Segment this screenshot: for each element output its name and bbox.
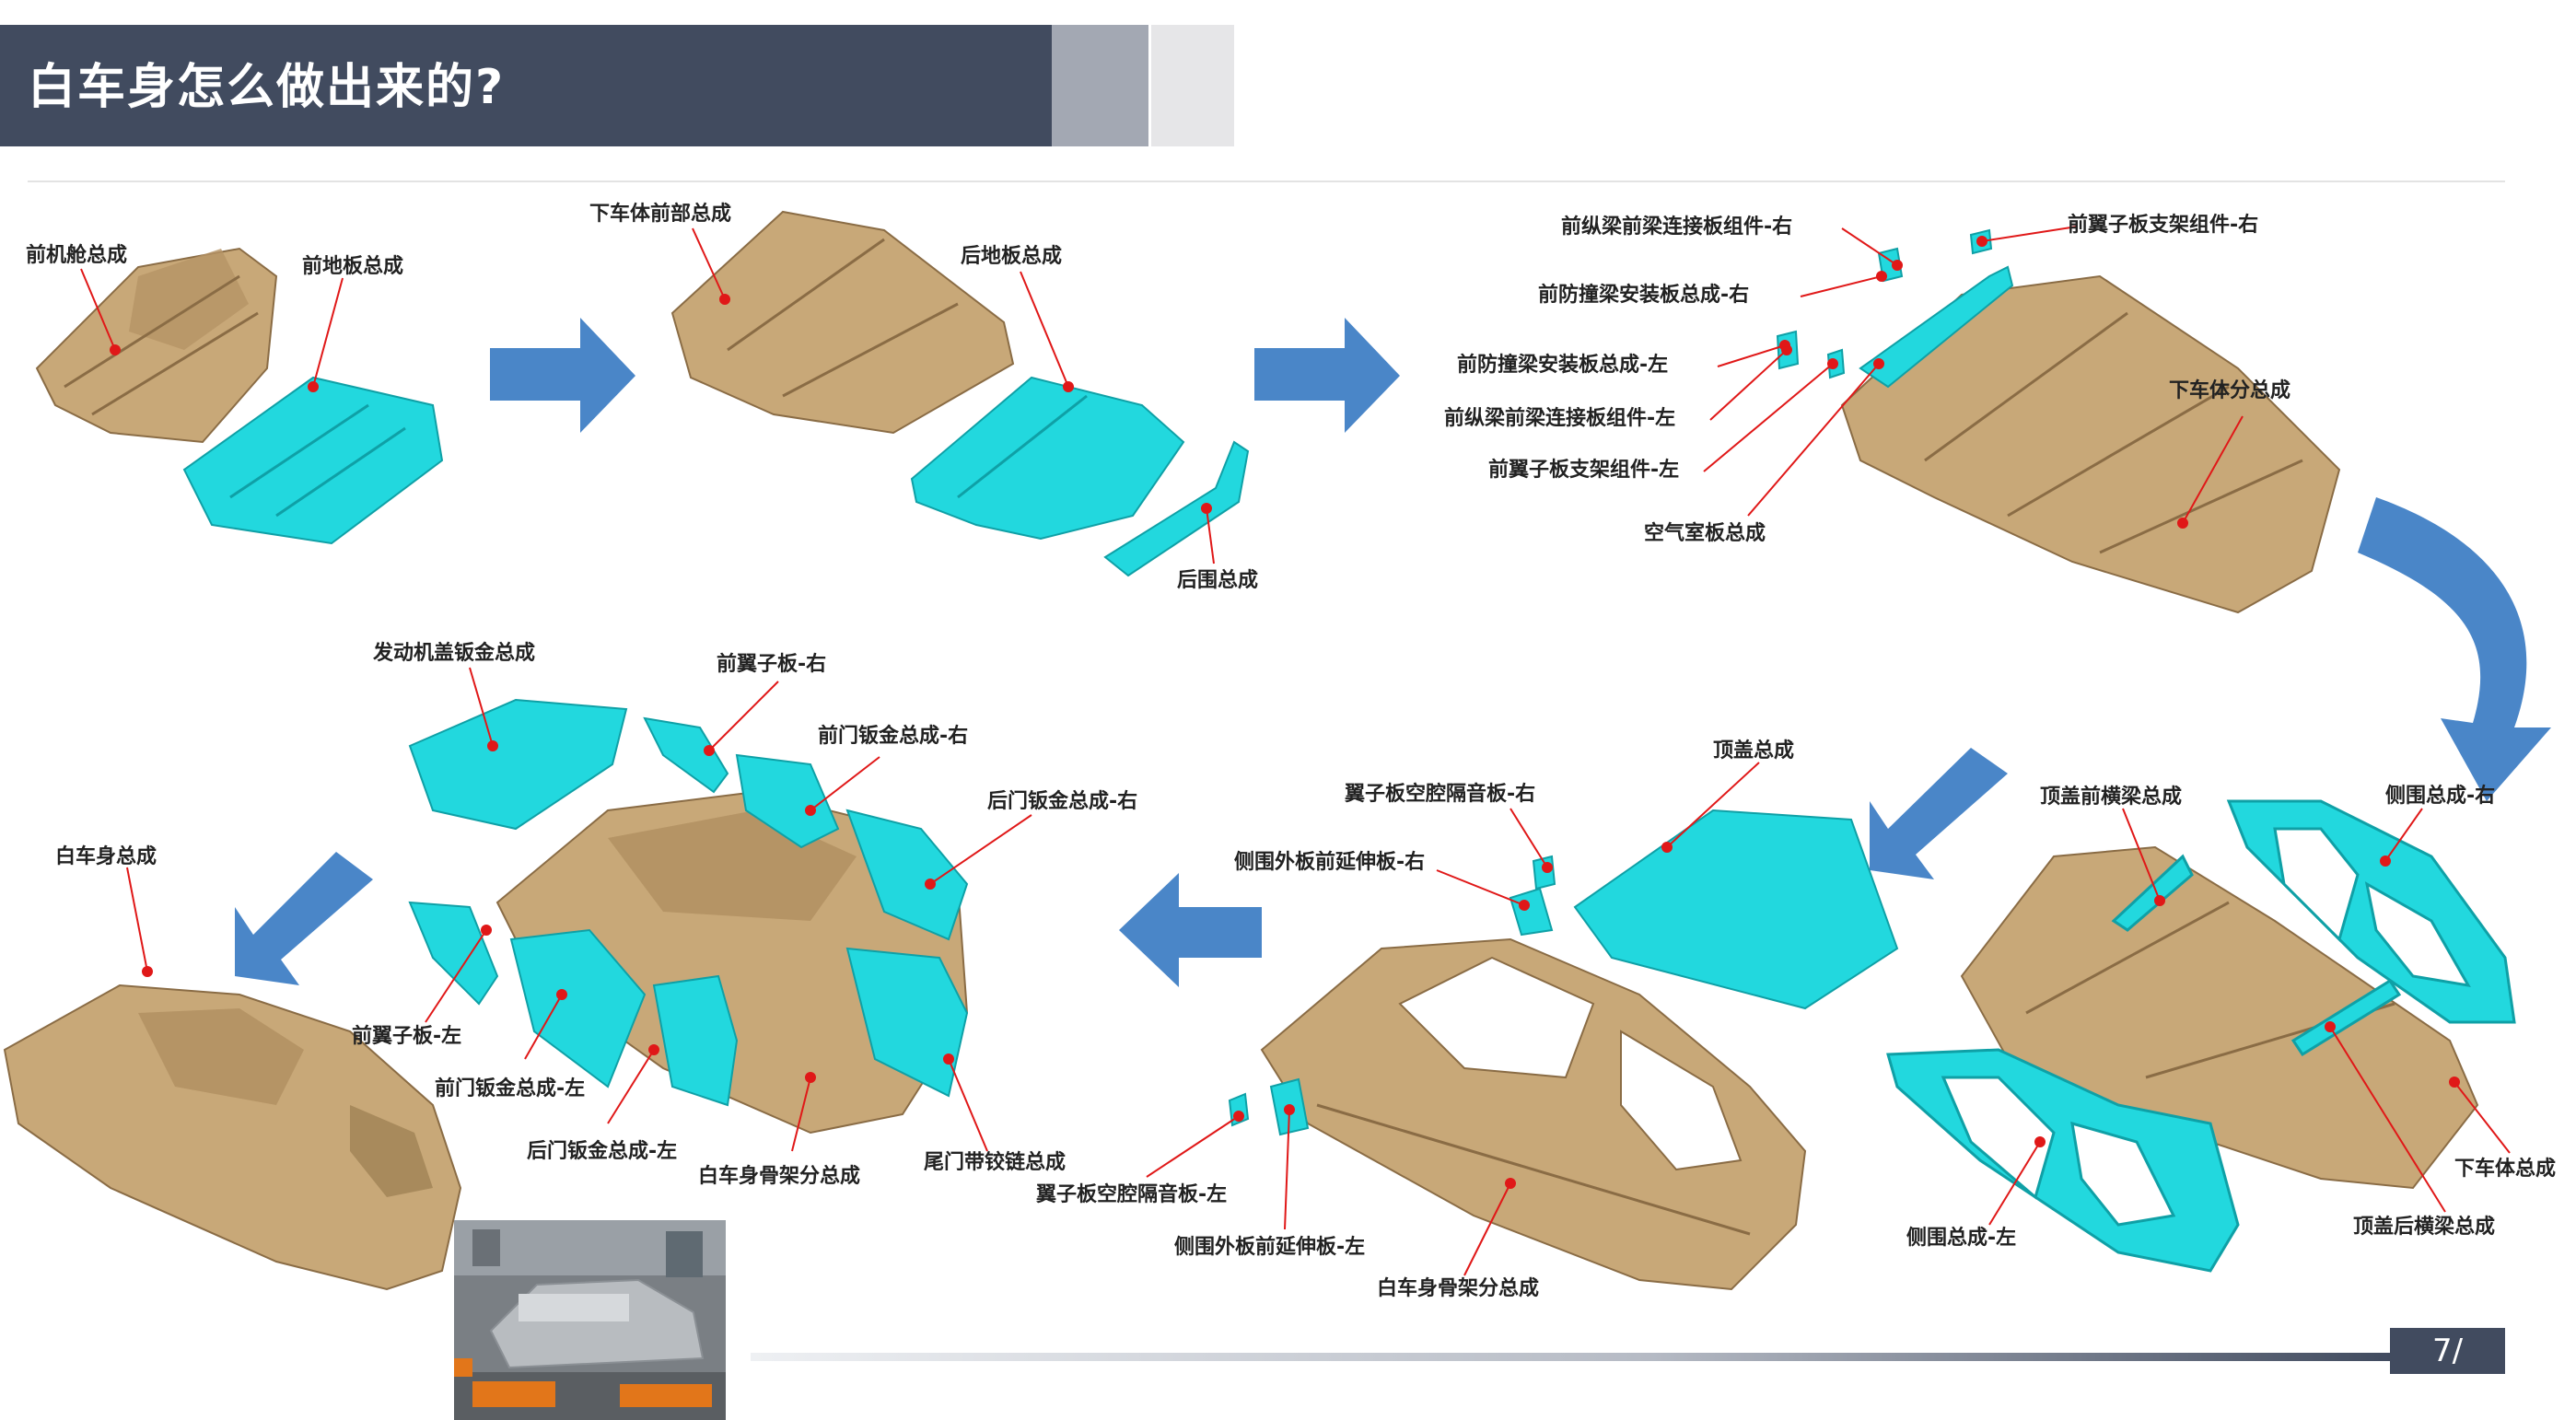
label-front-fender-left: 前翼子板-左 xyxy=(352,1025,462,1048)
label-underbody-front: 下车体前部总成 xyxy=(589,203,732,226)
label-fender-bracket-right: 前翼子板支架组件-右 xyxy=(2068,214,2259,237)
leader-lines-stage6 xyxy=(425,667,1032,1152)
page-number: 7/ xyxy=(2390,1328,2505,1374)
label-fender-baffle-right: 翼子板空腔隔音板-右 xyxy=(1345,783,1536,806)
label-front-fender-right: 前翼子板-右 xyxy=(717,653,827,676)
factory-photo xyxy=(454,1220,726,1420)
label-rail-connector-left: 前纵梁前梁连接板组件-左 xyxy=(1444,407,1676,430)
label-side-frame-right: 侧围总成-右 xyxy=(2385,785,2496,808)
arrow-right-1 xyxy=(490,318,635,433)
label-front-door-right: 前门钣金总成-右 xyxy=(818,725,969,748)
label-hood-assy: 发动机盖钣金总成 xyxy=(373,642,536,665)
stage1-front-compartment xyxy=(35,247,278,444)
label-underbody-assy: 下车体总成 xyxy=(2454,1158,2557,1181)
arrow-right-2 xyxy=(1254,318,1400,433)
label-roof-rear-rail: 顶盖后横梁总成 xyxy=(2353,1216,2496,1239)
label-body-skeleton-stage6: 白车身骨架分总成 xyxy=(698,1165,861,1188)
stage2-rear-panel xyxy=(1103,440,1250,577)
label-roof-assy: 顶盖总成 xyxy=(1713,739,1795,762)
label-fender-bracket-left: 前翼子板支架组件-左 xyxy=(1488,459,1680,482)
leader-lines-stage3 xyxy=(1703,226,2244,529)
top-divider xyxy=(28,180,2505,182)
label-underbody-sub: 下车体分总成 xyxy=(2169,379,2291,402)
leader-lines-stage5 xyxy=(1146,762,1760,1276)
leader-lines-stage7 xyxy=(126,867,153,977)
arrow-left-1 xyxy=(1119,873,1262,987)
label-front-door-left: 前门钣金总成-左 xyxy=(435,1077,586,1100)
arrow-down-left-1 xyxy=(1870,748,2008,879)
label-front-floor: 前地板总成 xyxy=(302,255,404,278)
stage3-underbody-sub xyxy=(1840,274,2341,614)
label-body-skeleton-stage5: 白车身骨架分总成 xyxy=(1377,1277,1540,1300)
stage4-side-frames xyxy=(1886,799,2516,1273)
stage5-body-skeleton xyxy=(1260,937,1807,1291)
title-bar xyxy=(0,25,1052,146)
label-cowl-panel: 空气室板总成 xyxy=(1644,522,1766,545)
label-rear-door-right: 后门钣金总成-右 xyxy=(987,790,1138,813)
stage5-roof xyxy=(1573,809,1899,1010)
title-accent-block xyxy=(1052,25,1148,146)
label-rail-connector-right: 前纵梁前梁连接板组件-右 xyxy=(1561,215,1793,239)
page-title: 白车身怎么做出来的? xyxy=(28,60,506,115)
label-fender-baffle-left: 翼子板空腔隔音板-左 xyxy=(1036,1183,1228,1206)
label-side-extension-left: 侧围外板前延伸板-左 xyxy=(1174,1236,1366,1259)
arrow-down-left-2 xyxy=(235,852,373,985)
label-rear-floor: 后地板总成 xyxy=(961,245,1063,268)
arrow-curve-down xyxy=(2358,497,2551,801)
stage2-underbody-front xyxy=(670,210,1015,435)
stage1-front-floor xyxy=(182,376,444,545)
label-side-frame-left: 侧围总成-左 xyxy=(1906,1227,2017,1250)
label-front-compartment: 前机舱总成 xyxy=(26,244,128,267)
label-rear-panel: 后围总成 xyxy=(1177,569,1259,592)
label-biw-assy: 白车身总成 xyxy=(55,845,157,868)
label-side-extension-right: 侧围外板前延伸板-右 xyxy=(1234,851,1426,874)
stage7-final-body xyxy=(3,984,462,1291)
bottom-divider xyxy=(751,1353,2390,1361)
label-roof-front-rail: 顶盖前横梁总成 xyxy=(2040,786,2183,809)
label-bumper-mount-left: 前防撞梁安装板总成-左 xyxy=(1457,354,1669,377)
leader-lines-stage1 xyxy=(80,268,344,392)
title-accent-block-light xyxy=(1151,25,1234,146)
stage2-rear-floor xyxy=(910,376,1185,541)
stage6-panels xyxy=(408,698,969,1107)
label-bumper-mount-right: 前防撞梁安装板总成-右 xyxy=(1538,284,1750,307)
label-rear-door-left: 后门钣金总成-左 xyxy=(527,1140,678,1163)
label-tailgate: 尾门带铰链总成 xyxy=(924,1151,1067,1174)
leader-lines-stage2 xyxy=(692,227,1215,565)
leader-lines-stage4 xyxy=(1988,808,2511,1226)
